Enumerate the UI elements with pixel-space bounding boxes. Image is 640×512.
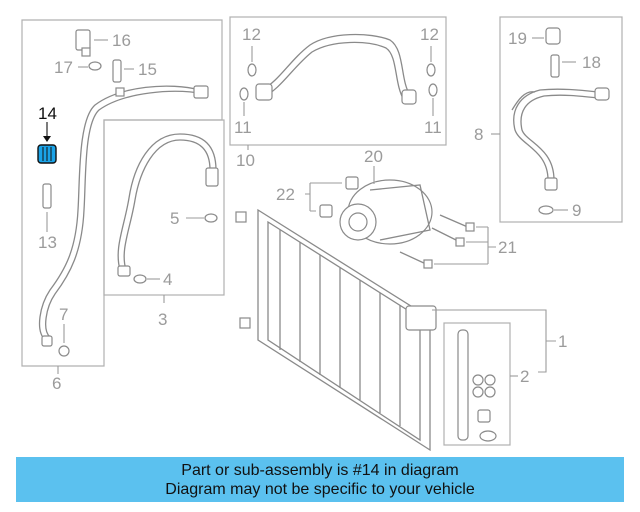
callout-12-right: 12 — [420, 25, 439, 44]
part-4-oring — [133, 274, 160, 284]
callout-6: 6 — [52, 374, 61, 393]
callout-18: 18 — [582, 53, 601, 72]
callout-11-right: 11 — [424, 118, 442, 137]
callout-5: 5 — [170, 209, 179, 228]
callout-16: 16 — [112, 31, 131, 50]
part-11-orings — [239, 83, 438, 116]
group-box-3 — [103, 119, 225, 303]
callout-2: 2 — [520, 367, 529, 386]
group-box-10 — [229, 16, 447, 150]
part-7-oring — [58, 324, 70, 357]
callout-9: 9 — [572, 201, 581, 220]
part-21-bolts — [399, 214, 496, 269]
part-14-cap — [37, 122, 57, 164]
callout-20: 20 — [364, 147, 383, 166]
info-banner: Part or sub-assembly is #14 in diagram D… — [16, 457, 624, 502]
callout-15: 15 — [138, 60, 157, 79]
part-15-valve — [112, 59, 134, 83]
callout-19: 19 — [508, 29, 527, 48]
callout-17: 17 — [54, 58, 73, 77]
part-17-oring — [78, 61, 102, 71]
part-5-oring — [186, 213, 218, 223]
callout-13: 13 — [38, 233, 57, 252]
callout-4: 4 — [163, 270, 172, 289]
part-9-oring — [538, 205, 568, 215]
part-20-compressor — [339, 166, 433, 245]
pipe-assembly-8 — [511, 87, 610, 191]
banner-line-1: Part or sub-assembly is #14 in diagram — [181, 462, 459, 479]
part-19-cap — [532, 27, 561, 45]
group-box-6 — [21, 19, 223, 374]
part-2-receiver-drier — [443, 322, 518, 446]
callout-22: 22 — [276, 185, 295, 204]
part-18-valve — [550, 54, 576, 78]
pipe-assembly-3 — [117, 133, 219, 277]
callout-3: 3 — [158, 310, 167, 329]
callout-14: 14 — [38, 104, 57, 123]
pipe-assembly-6 — [38, 85, 209, 347]
group-box-8 — [491, 16, 623, 223]
callout-1: 1 — [558, 332, 567, 351]
callout-8: 8 — [474, 125, 483, 144]
banner-line-2: Diagram may not be specific to your vehi… — [165, 481, 475, 498]
part-12-orings — [247, 46, 436, 77]
part-1-condenser — [235, 208, 556, 452]
part-22-bushings — [305, 176, 359, 218]
callout-11-left: 11 — [234, 118, 252, 137]
callout-10: 10 — [236, 151, 255, 170]
part-13-valve — [42, 183, 52, 232]
callout-7: 7 — [59, 305, 68, 324]
callout-12-left: 12 — [242, 25, 261, 44]
pipe-assembly-10 — [255, 33, 417, 105]
callout-21: 21 — [498, 238, 517, 257]
part-16-sensor — [75, 29, 108, 57]
